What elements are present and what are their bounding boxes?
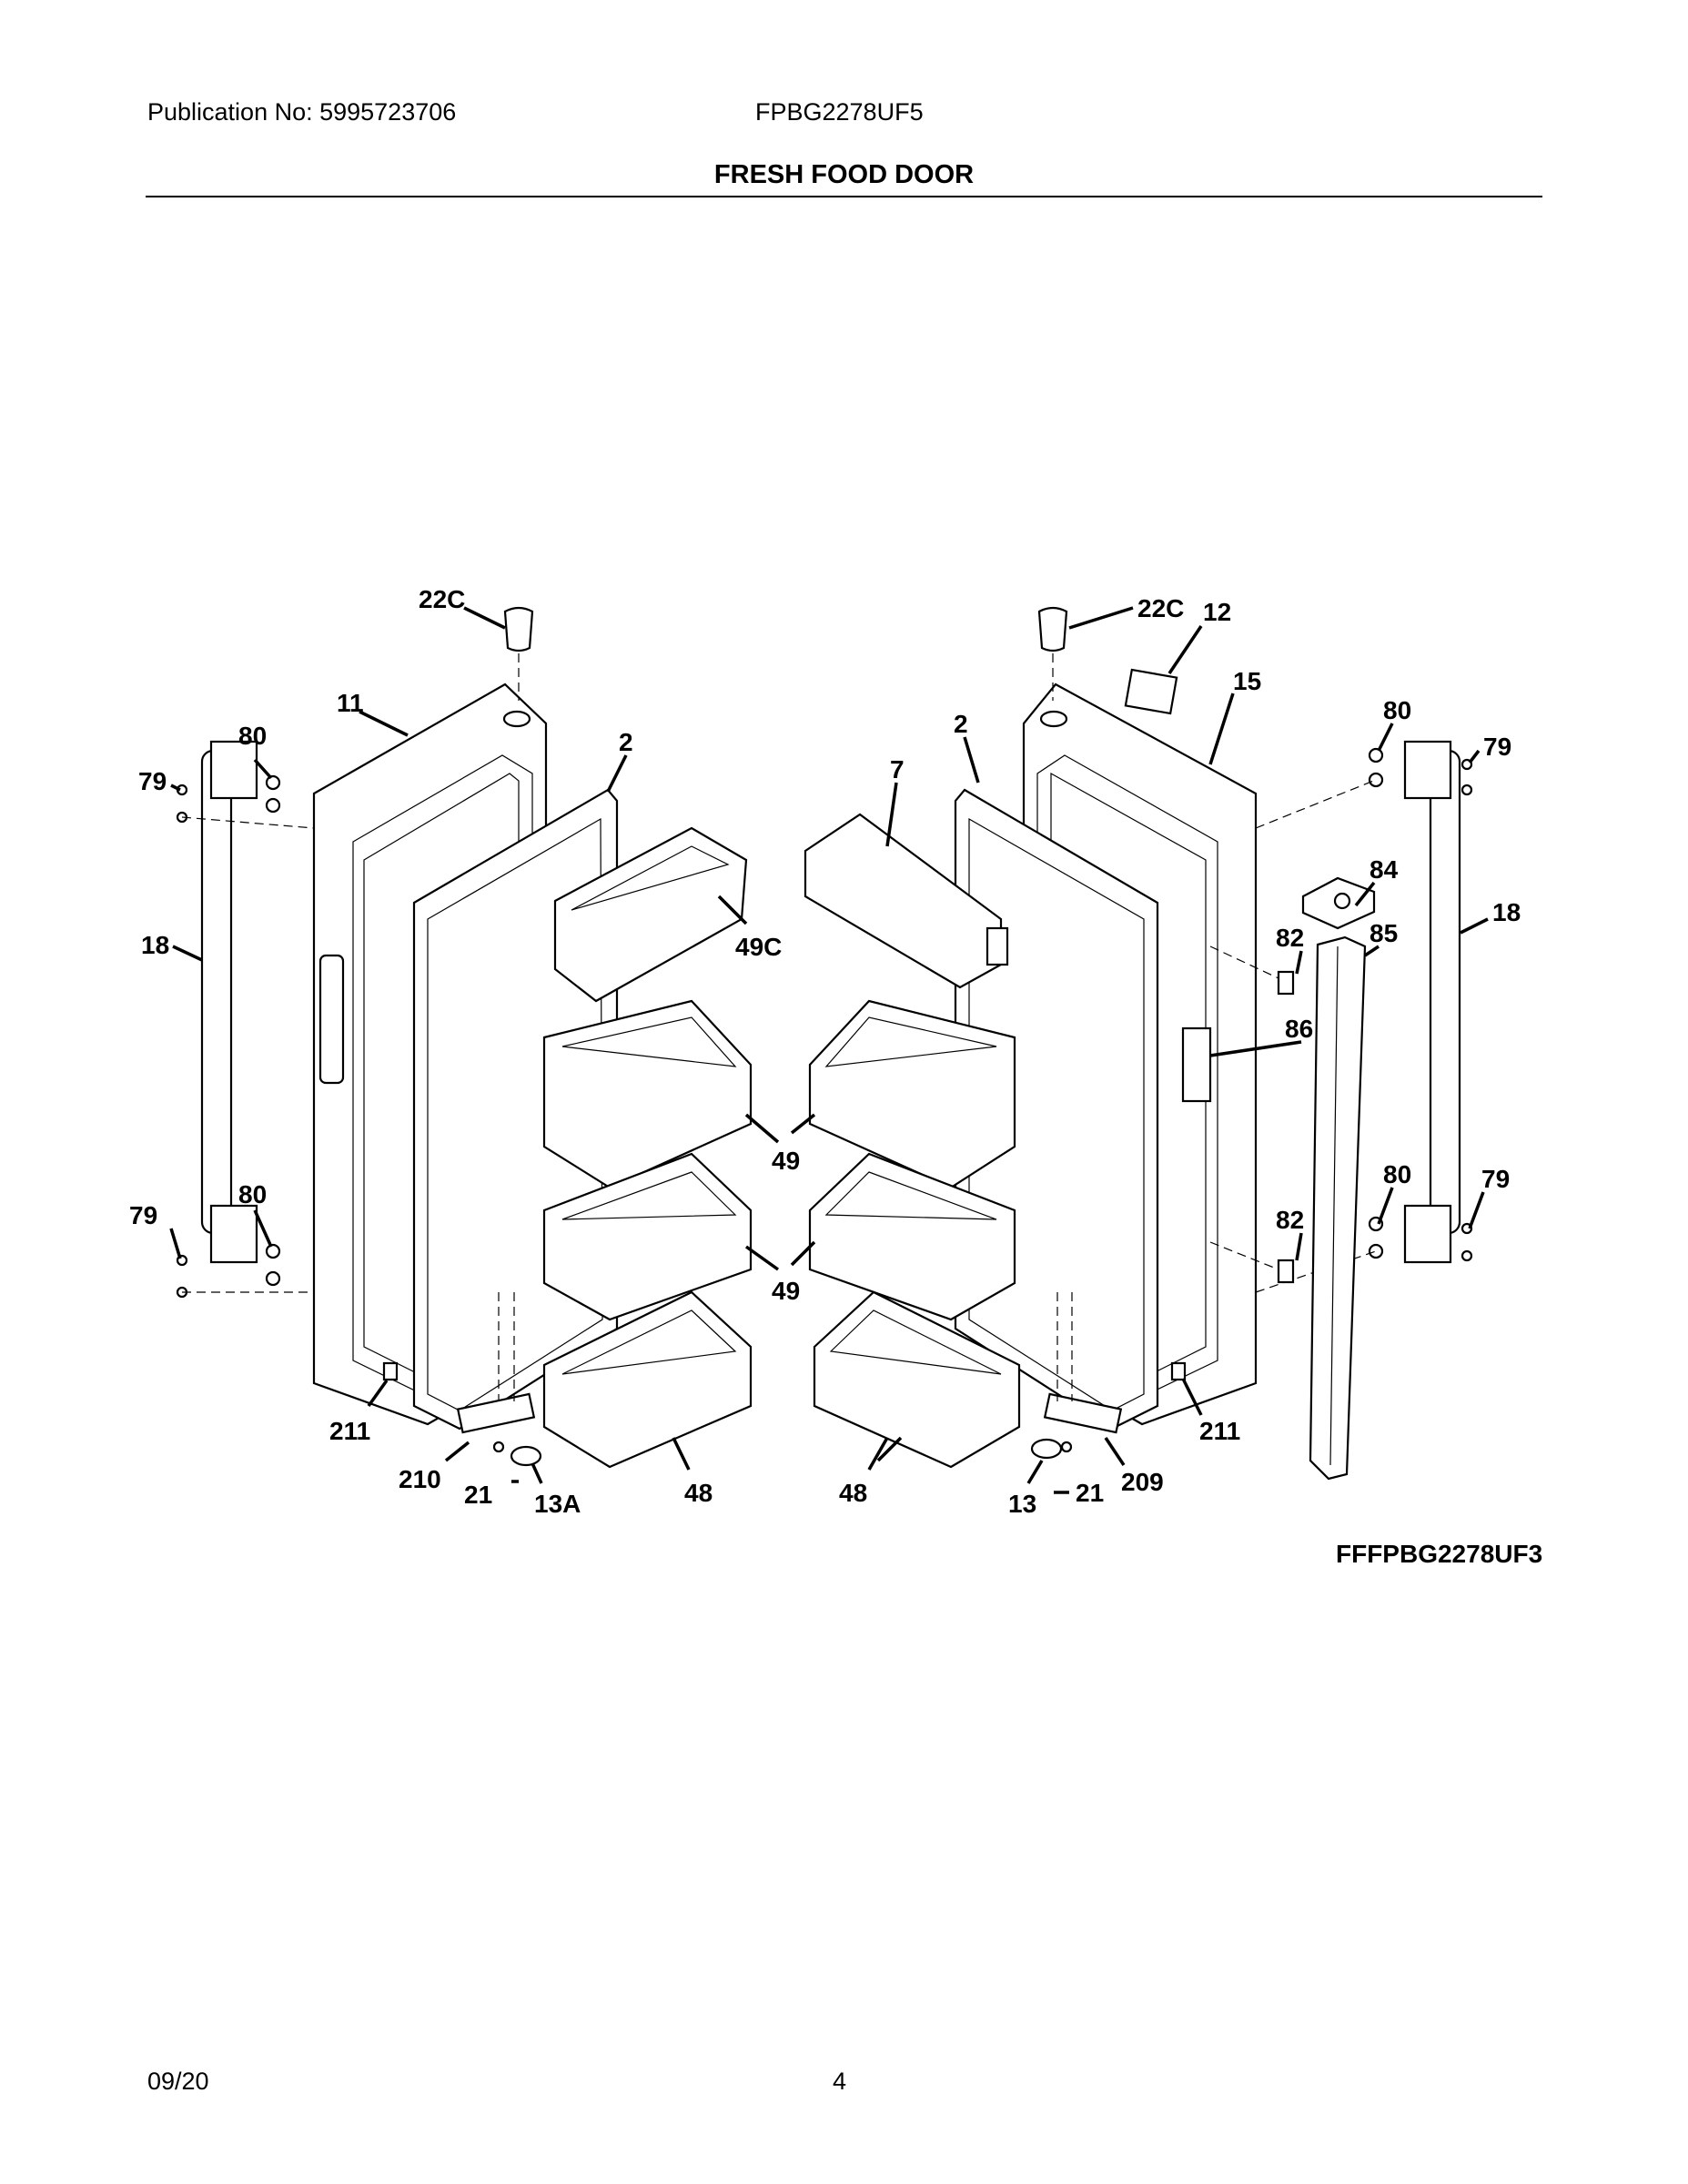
callout-left-48: 48 <box>684 1479 713 1507</box>
right-bracket-84 <box>1301 876 1376 930</box>
right-hinge-cap <box>1037 606 1068 701</box>
callout-right-211: 211 <box>1199 1417 1240 1445</box>
callout-right-22c: 22C <box>1137 594 1184 622</box>
callout-right-85: 85 <box>1370 919 1398 947</box>
callout-right-48: 48 <box>839 1479 867 1507</box>
callout-right-7: 7 <box>890 755 905 784</box>
callout-right-86: 86 <box>1285 1015 1313 1043</box>
right-clips-82 <box>1209 945 1295 1284</box>
callout-right-21: 21 <box>1076 1479 1104 1507</box>
callout-right-82-bot: 82 <box>1276 1206 1304 1234</box>
callout-left-80-top: 80 <box>238 722 267 750</box>
callout-right-209: 209 <box>1121 1468 1164 1496</box>
left-bin-48 <box>542 1290 753 1469</box>
left-bottom-hinge <box>382 1292 542 1467</box>
callout-left-18: 18 <box>141 931 169 959</box>
callout-left-11: 11 <box>337 689 364 717</box>
left-handle <box>176 740 315 1299</box>
right-bin-49-upper <box>808 999 1016 1189</box>
callout-right-84: 84 <box>1370 855 1399 884</box>
callout-left-80-bot: 80 <box>238 1180 267 1208</box>
callout-left-13a: 13A <box>534 1490 581 1518</box>
right-bin-49-lower <box>808 1152 1016 1321</box>
callout-left-2: 2 <box>619 728 633 756</box>
callout-right-79-top: 79 <box>1483 733 1511 761</box>
figure-id: FFFPBG2278UF3 <box>1336 1540 1543 1568</box>
header-rule <box>146 196 1542 197</box>
callout-right-80-top: 80 <box>1383 696 1411 724</box>
callout-right-80-bot: 80 <box>1383 1160 1411 1188</box>
leader-lines <box>169 606 1489 1494</box>
publication-number: Publication No: 5995723706 <box>147 98 457 126</box>
right-bin-48 <box>813 1290 1021 1469</box>
callout-bin-49-lower: 49 <box>772 1277 800 1305</box>
callout-left-79-top: 79 <box>138 767 167 795</box>
left-bin-49-lower <box>542 1152 753 1321</box>
callout-labels: 22C 11 2 79 80 18 79 80 211 210 21 13A 4… <box>129 585 1521 1518</box>
right-bottom-hinge <box>1030 1292 1187 1460</box>
callout-right-15: 15 <box>1233 667 1261 695</box>
callout-bin-49c: 49C <box>735 933 782 961</box>
callout-left-79-bot: 79 <box>129 1201 157 1229</box>
right-trim-strip <box>1309 935 1367 1481</box>
callout-right-18: 18 <box>1492 898 1521 926</box>
callout-left-210: 210 <box>399 1465 441 1493</box>
left-bin-49-upper <box>542 999 753 1189</box>
callout-bin-49-upper: 49 <box>772 1147 800 1175</box>
page-title: FRESH FOOD DOOR <box>713 160 975 189</box>
callout-left-211: 211 <box>329 1417 370 1445</box>
callout-right-2: 2 <box>954 710 968 738</box>
callout-left-21: 21 <box>464 1481 492 1509</box>
left-hinge-cap <box>503 606 534 701</box>
page-number: 4 <box>833 2068 847 2095</box>
callout-right-12: 12 <box>1203 598 1231 626</box>
footer-date: 09/20 <box>147 2068 209 2095</box>
callout-right-82-top: 82 <box>1276 924 1304 952</box>
model-number: FPBG2278UF5 <box>755 98 924 126</box>
callout-left-22c: 22C <box>419 585 465 613</box>
callout-right-79-bot: 79 <box>1481 1165 1510 1193</box>
right-handle <box>1255 740 1473 1293</box>
right-bin-7 <box>804 813 1009 989</box>
callout-right-13: 13 <box>1008 1490 1036 1518</box>
